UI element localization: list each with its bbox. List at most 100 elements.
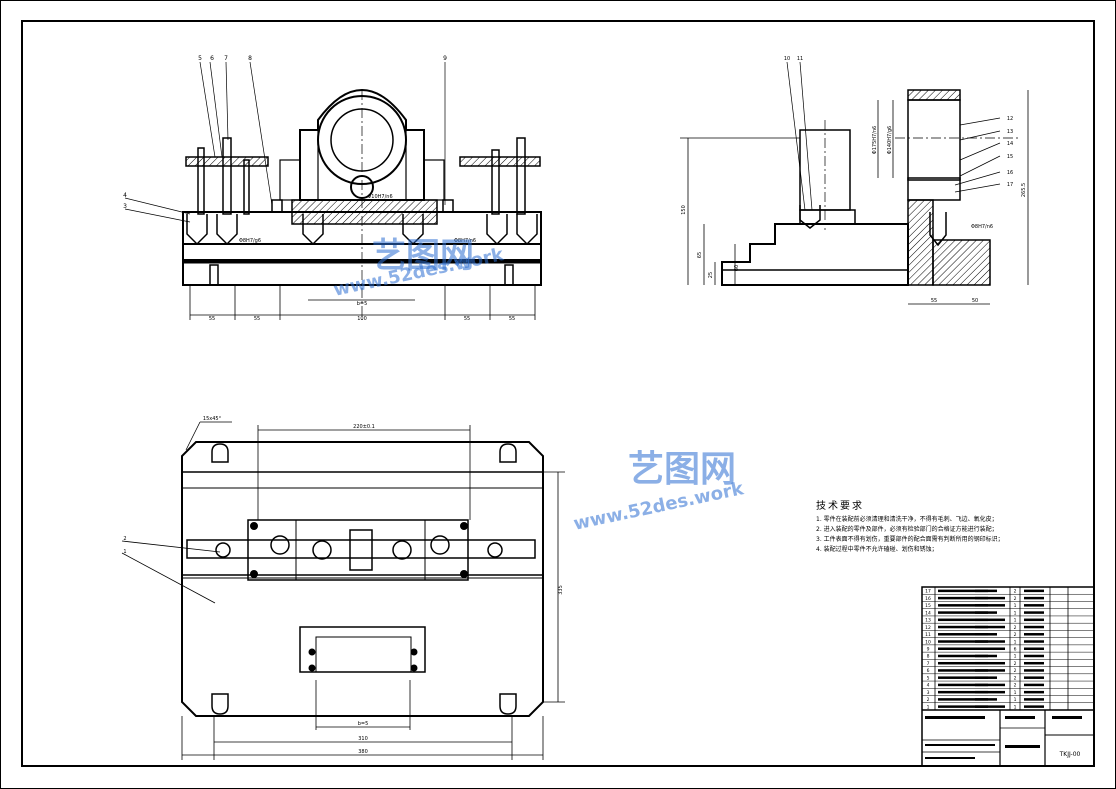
title-block-text-mark bbox=[1024, 690, 1044, 694]
title-block-text-mark bbox=[938, 618, 988, 622]
title-block bbox=[921, 586, 1095, 767]
title-block-text-mark bbox=[975, 676, 997, 679]
title-block-text-mark bbox=[975, 647, 1005, 650]
technical-requirements: 技术要求 1. 零件在装配前必须清理和清洗干净，不得有毛刺、飞边、氧化皮； 2.… bbox=[816, 497, 1056, 555]
row-quantity: 1 bbox=[1014, 639, 1017, 645]
part-balloon: 1 bbox=[123, 549, 126, 555]
title-block-text-mark bbox=[938, 633, 988, 636]
title-block-text-mark bbox=[1024, 633, 1044, 636]
row-quantity: 1 bbox=[1014, 704, 1017, 710]
part-balloon: 2 bbox=[123, 536, 126, 542]
row-quantity: 2 bbox=[1014, 675, 1017, 681]
row-quantity: 6 bbox=[1014, 647, 1017, 653]
title-block-text-mark bbox=[1024, 676, 1044, 679]
title-block-text-mark bbox=[938, 611, 988, 614]
row-number: 15 bbox=[925, 603, 931, 609]
title-block-text-mark bbox=[938, 654, 988, 658]
part-balloon: 14 bbox=[1007, 141, 1013, 147]
title-block-text-mark bbox=[975, 669, 1005, 672]
dimension-label: 50 bbox=[972, 298, 978, 304]
row-quantity: 2 bbox=[1014, 596, 1017, 602]
title-block-text-mark bbox=[938, 604, 988, 607]
dimension-label: 150 bbox=[681, 205, 687, 215]
title-block-text-mark bbox=[938, 661, 988, 665]
title-block-text-mark bbox=[1024, 611, 1044, 614]
part-balloon: 3 bbox=[123, 203, 127, 210]
part-balloon: 4 bbox=[123, 192, 127, 199]
row-number: 5 bbox=[927, 675, 930, 681]
row-quantity: 1 bbox=[1014, 603, 1017, 609]
title-block-text-mark bbox=[975, 705, 1005, 708]
part-balloon: 8 bbox=[248, 55, 252, 62]
dimension-label: 15x45° bbox=[203, 416, 222, 422]
title-block-text-mark bbox=[1024, 654, 1044, 658]
row-number: 11 bbox=[925, 632, 931, 638]
title-block-text-mark bbox=[938, 683, 988, 687]
title-block-text-mark bbox=[1024, 640, 1044, 643]
title-block-text-mark bbox=[975, 589, 997, 593]
row-quantity: 1 bbox=[1014, 618, 1017, 624]
row-number: 6 bbox=[927, 668, 930, 674]
dimension-label: b=5 bbox=[358, 721, 369, 727]
title-block-text-mark bbox=[1024, 589, 1044, 593]
row-number: 16 bbox=[925, 596, 931, 602]
title-block-text-mark bbox=[1024, 618, 1044, 622]
title-block-text-mark bbox=[1024, 683, 1044, 687]
title-block-text-mark bbox=[1024, 604, 1044, 607]
row-quantity: 1 bbox=[1014, 690, 1017, 696]
part-balloon: 12 bbox=[1007, 116, 1013, 122]
tech-requirement-item: 1. 零件在装配前必须清理和清洗干净，不得有毛刺、飞边、氧化皮； bbox=[816, 516, 998, 523]
dimension-label: 25 bbox=[708, 272, 714, 278]
dimension-label: 100 bbox=[357, 316, 367, 322]
title-block-text-mark bbox=[938, 705, 988, 708]
row-quantity: 2 bbox=[1014, 683, 1017, 689]
row-quantity: 2 bbox=[1014, 632, 1017, 638]
title-block-text-mark bbox=[1024, 647, 1044, 650]
title-block-text-mark bbox=[1024, 669, 1044, 672]
title-block-text-mark bbox=[1024, 625, 1044, 629]
part-balloon: 16 bbox=[1007, 170, 1013, 176]
title-block-text-mark bbox=[975, 661, 1005, 665]
tech-requirement-item: 4. 装配过程中零件不允许磕碰、划伤和锈蚀； bbox=[816, 546, 938, 553]
dimension-label: 265.5 bbox=[1021, 183, 1027, 197]
part-balloon: 11 bbox=[797, 56, 803, 62]
row-number: 13 bbox=[925, 618, 931, 624]
row-number: 8 bbox=[927, 654, 930, 660]
row-quantity: 1 bbox=[1014, 610, 1017, 616]
dimension-label: 220±0.1 bbox=[353, 424, 375, 430]
fit-callout: Φ8H7/n6 bbox=[454, 238, 476, 244]
title-block-text-mark bbox=[1024, 661, 1044, 665]
fit-callout: Φ140H7/g6 bbox=[887, 126, 893, 154]
plan-view bbox=[121, 421, 565, 760]
dimension-label: 55 bbox=[464, 316, 470, 322]
title-block-text-mark bbox=[938, 647, 988, 650]
row-number: 4 bbox=[927, 683, 930, 689]
title-block-text-mark bbox=[1024, 596, 1044, 600]
title-block-text-mark bbox=[938, 676, 988, 679]
row-quantity: 2 bbox=[1014, 589, 1017, 595]
fit-callout: Φ8H7/g6 bbox=[239, 238, 261, 244]
part-balloon: 6 bbox=[210, 55, 214, 62]
part-balloon: 9 bbox=[443, 55, 447, 62]
row-quantity: 2 bbox=[1014, 625, 1017, 631]
row-number: 12 bbox=[925, 625, 931, 631]
inner-frame bbox=[21, 20, 1095, 767]
title-block-text-mark bbox=[938, 640, 988, 643]
title-block-text-mark bbox=[938, 596, 988, 600]
front-view bbox=[124, 61, 542, 320]
dimension-label: 60 bbox=[734, 265, 740, 271]
dimension-label: 55 bbox=[209, 316, 215, 322]
fit-callout: Φ175H7/n6 bbox=[872, 126, 878, 154]
row-quantity: 2 bbox=[1014, 668, 1017, 674]
title-block-text-mark bbox=[975, 633, 997, 636]
title-block-text-mark bbox=[975, 698, 997, 701]
row-quantity: 2 bbox=[1014, 661, 1017, 667]
title-block-text-mark bbox=[938, 690, 988, 694]
dimension-label: 335 bbox=[558, 585, 564, 595]
title-block-text-mark bbox=[1024, 698, 1044, 701]
part-balloon: 17 bbox=[1007, 182, 1013, 188]
watermark-brand: 艺图网 bbox=[372, 236, 474, 276]
row-number: 3 bbox=[927, 690, 930, 696]
fit-callout: Φ10H7/n6 bbox=[367, 194, 392, 200]
